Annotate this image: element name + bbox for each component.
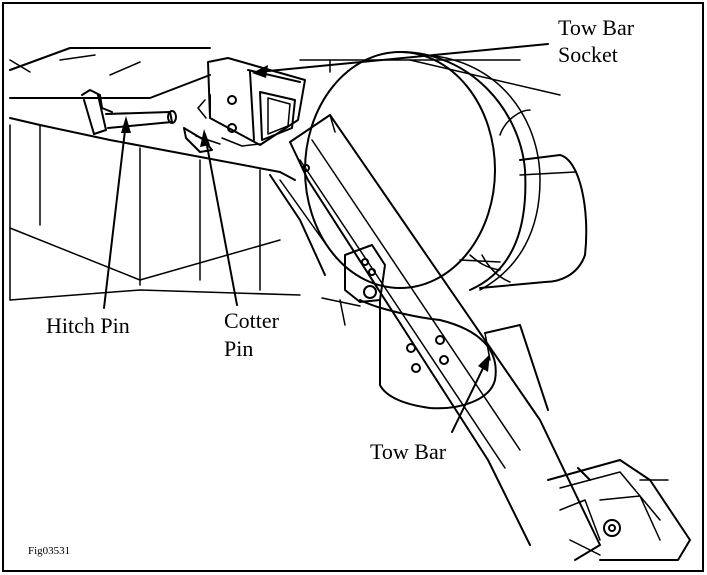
hitch-end-bracket-shape — [547, 459, 691, 561]
label-cotter-pin-line2: Pin — [224, 336, 254, 361]
wheel-shape — [299, 51, 588, 291]
arrowhead-tow-bar — [478, 354, 490, 372]
label-tow-bar-socket-line2: Socket — [558, 42, 618, 67]
leader-tow-bar-socket — [257, 43, 549, 73]
tow-bar-socket-shape — [197, 57, 306, 147]
leader-tow-bar — [451, 359, 488, 433]
tow-bar-beam-shape — [269, 114, 601, 561]
hitch-plate-shape — [321, 244, 497, 410]
leader-arrowheads — [121, 65, 490, 372]
frame-rail — [9, 47, 301, 301]
label-cotter-pin-line1: Cotter — [224, 308, 279, 333]
label-tow-bar: Tow Bar — [370, 439, 447, 464]
label-hitch-pin: Hitch Pin — [46, 313, 130, 338]
leader-hitch-pin — [103, 121, 127, 309]
hitch-pin-shape — [81, 89, 177, 135]
leader-cotter-pin — [204, 134, 238, 306]
leader-lines — [103, 43, 549, 433]
arrowhead-tow-bar-socket — [252, 65, 268, 78]
arrowhead-hitch-pin — [121, 116, 131, 133]
label-tow-bar-socket-line1: Tow Bar — [558, 15, 635, 40]
arrowhead-cotter-pin — [200, 129, 210, 147]
figure-id: Fig03531 — [28, 545, 71, 557]
